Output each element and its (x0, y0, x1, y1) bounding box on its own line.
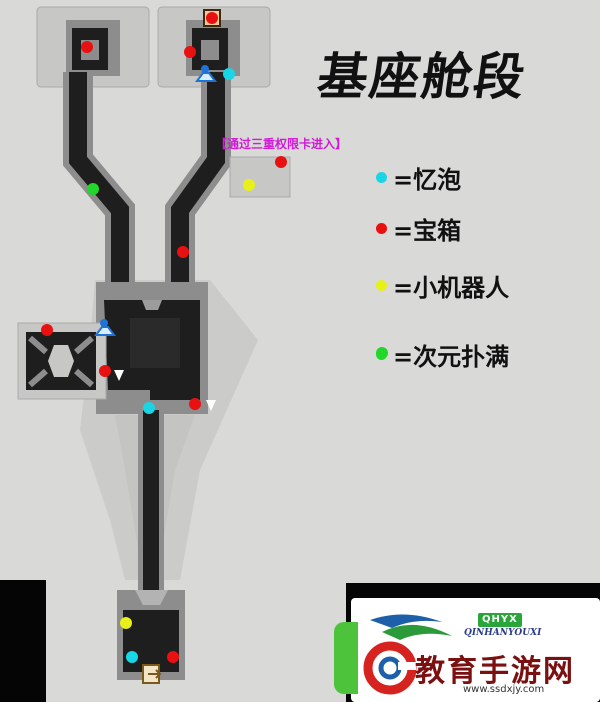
map-title: 基座舱段 (313, 48, 531, 106)
watermark-left-bar (0, 580, 46, 702)
red-dot-marker (189, 398, 201, 410)
cyan-dot-icon (376, 171, 387, 183)
cyan-dot-marker (126, 651, 138, 663)
cyan-dot-marker (223, 68, 235, 80)
yellow-dot-marker (120, 617, 132, 629)
red-dot-marker (81, 41, 93, 53)
space-anchor-icon (94, 319, 116, 336)
cyan-dot-marker (143, 402, 155, 414)
red-dot-marker (177, 246, 189, 258)
legend-label: =小机器人 (393, 273, 510, 302)
legend-item-memory-bubble: =忆泡 (376, 162, 462, 194)
watermark-url: www.ssdxjy.com (463, 684, 545, 695)
legend-item-chest: =宝箱 (376, 213, 462, 245)
triangle-waypoint-icon (206, 400, 216, 411)
yellow-dot-icon (376, 279, 387, 291)
red-dot-marker (167, 651, 179, 663)
triangle-waypoint-icon (114, 370, 124, 381)
legend-label: =宝箱 (393, 216, 462, 245)
green-dot-marker (87, 183, 99, 195)
legend-label: =次元扑满 (393, 342, 510, 371)
red-dot-icon (376, 222, 387, 234)
entry-note: 【通过三重权限卡进入】 (215, 137, 348, 151)
red-dot-marker (275, 156, 287, 168)
watermark-green-tab (334, 622, 358, 694)
red-dot-marker (99, 365, 111, 377)
legend-label: =忆泡 (393, 165, 462, 194)
red-dot-marker (41, 324, 53, 336)
red-dot-marker (206, 12, 218, 24)
watermark-badge: QHYX (478, 613, 522, 627)
yellow-dot-marker (243, 179, 255, 191)
legend-item-piggy-bank: =次元扑满 (376, 339, 510, 371)
red-dot-marker (184, 46, 196, 58)
watermark-subtitle: QINHANYOUXI (464, 628, 542, 638)
space-anchor-icon (195, 65, 217, 82)
legend-item-robot: =小机器人 (376, 270, 510, 302)
watermark-logo-icon (363, 614, 452, 695)
watermark-site-name: 教育手游网 (415, 654, 575, 689)
green-dot-icon (376, 348, 387, 360)
exit-door-icon (142, 664, 162, 684)
